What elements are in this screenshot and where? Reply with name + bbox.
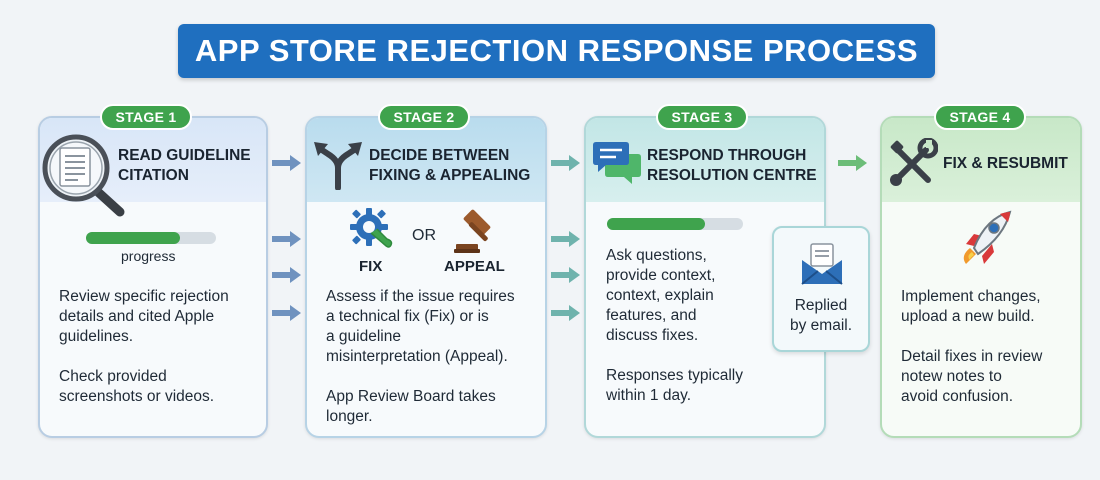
stage-2-title-line-2: FIXING & APPEALING bbox=[369, 167, 531, 184]
arrow-right-icon bbox=[551, 267, 580, 283]
stage-3-body-line: Responses typically bbox=[606, 367, 743, 384]
gear-wrench-icon bbox=[350, 208, 393, 248]
email-caption-line: by email. bbox=[789, 317, 853, 334]
stage-3-body-line bbox=[606, 346, 743, 366]
arrow-right-icon bbox=[272, 231, 301, 247]
stage-4-body-line: Implement changes, bbox=[901, 288, 1041, 305]
stage-4-body-line: upload a new build. bbox=[901, 308, 1035, 325]
arrow-right-icon bbox=[272, 305, 301, 321]
stage-2-header bbox=[307, 118, 545, 202]
stage-2-body-line: misinterpretation (Appeal). bbox=[326, 348, 508, 365]
stage-2-body: Assess if the issue requires a technical… bbox=[326, 287, 515, 427]
stage-3-badge: STAGE 3 bbox=[656, 104, 748, 130]
arrow-right-icon bbox=[551, 231, 580, 247]
stage-1-title: READ GUIDELINE CITATION bbox=[118, 146, 251, 186]
wrench-screwdriver-icon bbox=[890, 138, 938, 186]
stage-1-title-line-1: READ GUIDELINE bbox=[118, 147, 251, 164]
stage-1-progress-bar bbox=[86, 232, 216, 244]
fork-arrow-icon bbox=[314, 142, 362, 190]
stage-3-body-line: Ask questions, bbox=[606, 247, 707, 264]
rocket-icon bbox=[963, 210, 1012, 264]
stage-1-body-line: screenshots or videos. bbox=[59, 388, 215, 405]
stage-3-title-line-2: RESOLUTION CENTRE bbox=[647, 167, 817, 184]
email-caption: Replied by email. bbox=[774, 296, 868, 336]
stage-2-title: DECIDE BETWEEN FIXING & APPEALING bbox=[369, 146, 530, 186]
title-banner: APP STORE REJECTION RESPONSE PROCESS bbox=[178, 24, 935, 78]
stage-4-body: Implement changes, upload a new build. D… bbox=[901, 287, 1042, 407]
arrow-right-icon bbox=[272, 267, 301, 283]
arrow-right-icon bbox=[551, 155, 580, 171]
stage-2-badge: STAGE 2 bbox=[378, 104, 470, 130]
gavel-icon bbox=[454, 209, 491, 253]
stage-1-body-line: details and cited Apple bbox=[59, 308, 215, 325]
stage-3-body-line: discuss fixes. bbox=[606, 327, 699, 344]
stage-3-body-line: features, and bbox=[606, 307, 697, 324]
stage-2-body-line: longer. bbox=[326, 408, 373, 425]
stage-4-title-line-1: FIX & RESUBMIT bbox=[943, 155, 1068, 172]
stage-1-progress-fill bbox=[86, 232, 180, 244]
magnifier-document-icon bbox=[42, 134, 125, 217]
email-caption-line: Replied bbox=[794, 297, 848, 314]
stage-3-title-line-1: RESPOND THROUGH bbox=[647, 147, 807, 164]
stage-1-progress-label: progress bbox=[121, 248, 176, 264]
stage-3-body-line: within 1 day. bbox=[606, 387, 692, 404]
stage-3-body-line: context, explain bbox=[606, 287, 714, 304]
stage-1-body: Review specific rejection details and ci… bbox=[59, 287, 229, 407]
stage-3-title: RESPOND THROUGH RESOLUTION CENTRE bbox=[647, 146, 817, 186]
stage-3-body-line: provide context, bbox=[606, 267, 716, 284]
stage-4-body-line: avoid confusion. bbox=[901, 388, 1014, 405]
stage-1-body-line bbox=[59, 347, 229, 367]
stage-3-body: Ask questions, provide context, context,… bbox=[606, 246, 743, 406]
email-reply-callout: Replied by email. bbox=[772, 226, 870, 352]
stage-3-progress-fill bbox=[607, 218, 705, 230]
arrow-right-icon bbox=[551, 305, 580, 321]
stage-2-body-line: a technical fix (Fix) or is bbox=[326, 308, 489, 325]
or-label: OR bbox=[412, 227, 436, 244]
stage-4-title: FIX & RESUBMIT bbox=[943, 154, 1068, 174]
appeal-label: APPEAL bbox=[444, 258, 505, 275]
stage-1-body-line: guidelines. bbox=[59, 328, 134, 345]
stage-4-body-line bbox=[901, 327, 1042, 347]
stage-1-badge: STAGE 1 bbox=[100, 104, 192, 130]
fix-label: FIX bbox=[359, 258, 383, 275]
stage-2-title-line-1: DECIDE BETWEEN bbox=[369, 147, 510, 164]
stage-1-body-line: Review specific rejection bbox=[59, 288, 229, 305]
stage-4-body-line: Detail fixes in review bbox=[901, 348, 1043, 365]
envelope-icon bbox=[801, 243, 843, 285]
stage-3-progress-bar bbox=[607, 218, 743, 230]
stage-2-body-line: a guideline bbox=[326, 328, 401, 345]
stage-2-body-line: App Review Board takes bbox=[326, 388, 496, 405]
stage-1-body-line: Check provided bbox=[59, 368, 167, 385]
stage-4-badge: STAGE 4 bbox=[934, 104, 1026, 130]
stage-2-body-line: Assess if the issue requires bbox=[326, 288, 515, 305]
chat-bubbles-icon bbox=[593, 142, 641, 184]
stage-2-body-line bbox=[326, 367, 515, 387]
arrow-right-icon bbox=[272, 155, 301, 171]
stage-1-title-line-2: CITATION bbox=[118, 167, 189, 184]
arrow-right-icon bbox=[838, 155, 867, 171]
page-title: APP STORE REJECTION RESPONSE PROCESS bbox=[194, 33, 919, 68]
stage-4-body-line: notew notes to bbox=[901, 368, 1002, 385]
